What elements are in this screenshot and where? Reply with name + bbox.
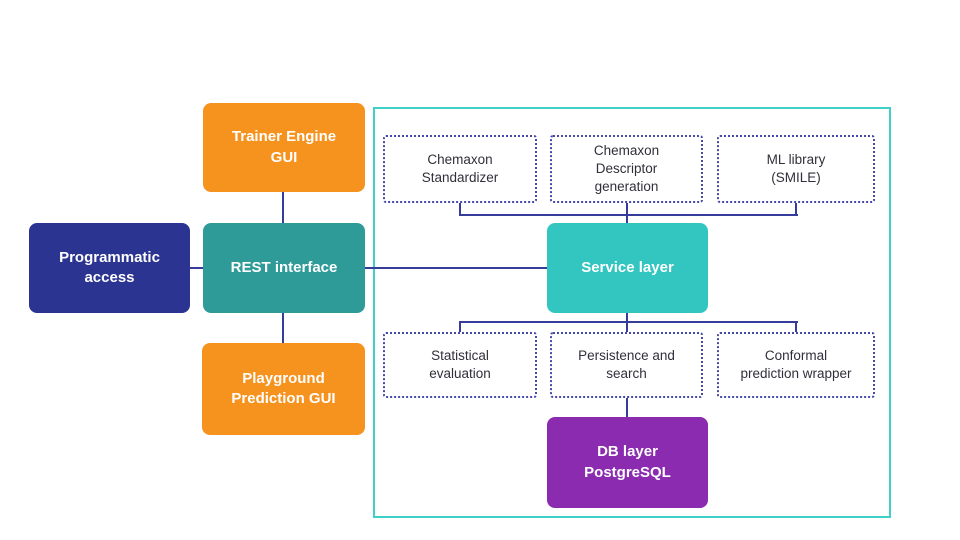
- persistence-and-search-label: Persistence and search: [578, 348, 675, 381]
- connector-descriptor-service: [626, 203, 628, 223]
- node-service-layer: Service layer: [547, 223, 708, 313]
- node-trainer-engine-gui: Trainer Engine GUI: [203, 103, 365, 192]
- chemaxon-descriptor-generation-label: Chemaxon Descriptor generation: [593, 143, 660, 194]
- ml-library-smile-label: ML library (SMILE): [766, 152, 826, 185]
- connector-conformal-stub: [795, 321, 797, 332]
- db-layer-postgresql-label: DB layer PostgreSQL: [584, 443, 671, 481]
- conformal-prediction-wrapper-label: Conformal prediction wrapper: [740, 348, 852, 381]
- node-chemaxon-descriptor-generation: Chemaxon Descriptor generation: [550, 135, 703, 203]
- node-chemaxon-standardizer: Chemaxon Standardizer: [383, 135, 537, 203]
- node-statistical-evaluation: Statistical evaluation: [383, 332, 537, 398]
- programmatic-access-label: Programmatic access: [59, 248, 160, 286]
- connector-statistical-stub: [459, 321, 461, 332]
- connector-mllibrary-stub: [795, 203, 797, 216]
- service-layer-label: Service layer: [581, 258, 674, 276]
- trainer-engine-gui-label: Trainer Engine GUI: [231, 128, 337, 166]
- node-programmatic-access: Programmatic access: [29, 223, 190, 313]
- node-playground-prediction-gui: Playground Prediction GUI: [202, 343, 365, 435]
- node-rest-interface: REST interface: [203, 223, 365, 313]
- connector-top-bus: [460, 214, 798, 216]
- node-conformal-prediction-wrapper: Conformal prediction wrapper: [717, 332, 875, 398]
- connector-trainer-rest: [282, 192, 284, 223]
- connector-persistence-db: [626, 398, 628, 417]
- connector-bottom-bus: [460, 321, 798, 323]
- connector-rest-service: [365, 267, 547, 269]
- node-db-layer-postgresql: DB layer PostgreSQL: [547, 417, 708, 508]
- connector-rest-playground: [282, 313, 284, 343]
- connector-programmatic-rest: [190, 267, 203, 269]
- service-container-frame: [373, 107, 891, 518]
- connector-standardizer-stub: [459, 203, 461, 216]
- rest-interface-label: REST interface: [230, 258, 338, 276]
- node-ml-library-smile: ML library (SMILE): [717, 135, 875, 203]
- playground-prediction-gui-label: Playground Prediction GUI: [231, 369, 336, 407]
- node-persistence-and-search: Persistence and search: [550, 332, 703, 398]
- statistical-evaluation-label: Statistical evaluation: [429, 348, 491, 381]
- connector-service-persistence: [626, 313, 628, 332]
- chemaxon-standardizer-label: Chemaxon Standardizer: [421, 152, 499, 185]
